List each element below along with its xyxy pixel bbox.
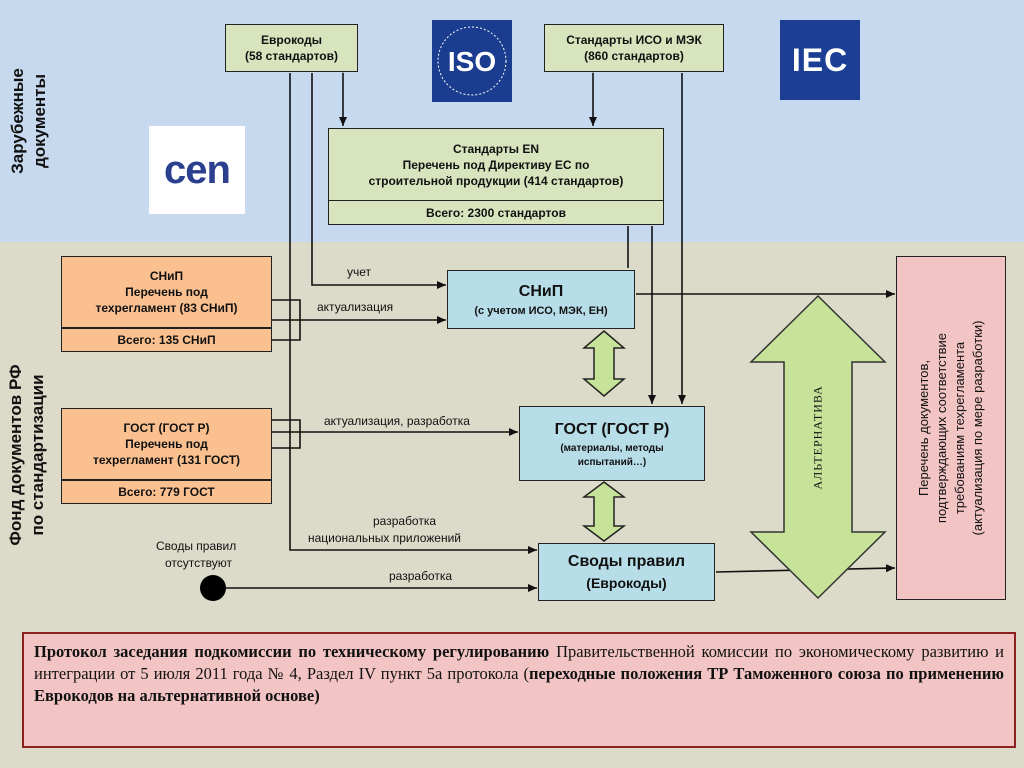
- en-total: Всего: 2300 стандартов: [426, 205, 566, 220]
- protocol-text: Правительственной комиссии по экономичес…: [34, 642, 1004, 683]
- svody-title: Своды правил: [567, 553, 686, 570]
- svody-box: Своды правил (Еврокоды): [538, 543, 715, 601]
- en-total-box: Всего: 2300 стандартов: [328, 200, 664, 225]
- gost-center-sub2: испытаний…): [577, 456, 647, 468]
- conformity-list-box: Перечень документов, подтверждающих соот…: [896, 256, 1006, 600]
- snip-center-box: СНиП (с учетом ИСО, МЭК, ЕН): [447, 270, 635, 329]
- eurocodes-count: (58 стандартов): [244, 49, 339, 63]
- label-svody-absent-1: Своды правил: [156, 539, 237, 553]
- eurocodes-box: Еврокоды (58 стандартов): [225, 24, 358, 72]
- label-uchet: учет: [347, 265, 372, 279]
- start-point: [200, 575, 226, 601]
- gost-center-title: ГОСТ (ГОСТ Р): [554, 420, 670, 438]
- eurocodes-title: Еврокоды: [261, 33, 322, 47]
- conformity-line1: Перечень документов,: [916, 359, 931, 497]
- protocol-note: Протокол заседания подкомиссии по технич…: [22, 632, 1016, 748]
- snip-list-box: СНиП Перечень под техрегламент (83 СНиП): [61, 256, 272, 328]
- iec-logo: IEC: [780, 20, 860, 100]
- label-razrabotka-national-2: национальных приложений: [308, 531, 461, 545]
- protocol-bold-end: переходные положения ТР Таможенного союз…: [34, 664, 1004, 705]
- snip-total-box: Всего: 135 СНиП: [61, 328, 272, 352]
- snip-list-title: СНиП: [149, 269, 184, 283]
- iso-logo: ISO: [432, 20, 512, 102]
- protocol-bold-title: Протокол заседания подкомиссии по технич…: [34, 642, 550, 661]
- snip-list-line2: Перечень под: [125, 285, 208, 299]
- iso-iec-title: Стандарты ИСО и МЭК: [566, 33, 702, 47]
- gost-center-box: ГОСТ (ГОСТ Р) (материалы, методы испытан…: [519, 406, 705, 481]
- alternative-label: АЛЬТЕРНАТИВА: [810, 385, 825, 490]
- gost-total-box: Всего: 779 ГОСТ: [61, 480, 272, 504]
- cen-logo: cen: [149, 126, 245, 214]
- en-title: Стандарты EN: [452, 141, 540, 156]
- conformity-list-text: Перечень документов, подтверждающих соот…: [915, 263, 987, 593]
- gost-list-line3: техрегламент (131 ГОСТ): [92, 453, 241, 467]
- gost-list-box: ГОСТ (ГОСТ Р) Перечень под техрегламент …: [61, 408, 272, 480]
- conformity-line4: (актуализация по мере разработки): [970, 320, 985, 536]
- gost-total: Всего: 779 ГОСТ: [118, 485, 215, 499]
- label-razrabotka: разработка: [389, 569, 453, 583]
- label-razrabotka-national-1: разработка: [373, 514, 437, 528]
- svody-sub: (Еврокоды): [586, 575, 667, 591]
- en-standards-box: Стандарты EN Перечень под Директиву ЕС п…: [328, 128, 664, 200]
- conformity-line3: требованиям техрегламента: [952, 341, 967, 515]
- label-svody-absent-2: отсутствуют: [165, 556, 232, 570]
- snip-center-title: СНиП: [518, 282, 564, 300]
- label-aktualizatsiya-razrabotka: актуализация, разработка: [324, 414, 470, 428]
- snip-total: Всего: 135 СНиП: [117, 333, 216, 347]
- iso-globe-icon: ISO: [437, 26, 507, 96]
- label-aktualizatsiya: актуализация: [317, 300, 394, 314]
- iec-logo-text: IEC: [791, 41, 849, 78]
- en-line2: Перечень под Директиву ЕС по: [402, 157, 590, 172]
- iso-iec-count: (860 стандартов): [584, 49, 684, 63]
- conformity-line2: подтверждающих соответствие: [934, 332, 949, 524]
- snip-list-line3: техрегламент (83 СНиП): [95, 301, 238, 315]
- gost-center-sub1: (материалы, методы: [560, 442, 664, 454]
- en-line3: строительной продукции (414 стандартов): [368, 173, 624, 188]
- iso-iec-box: Стандарты ИСО и МЭК (860 стандартов): [544, 24, 724, 72]
- alternative-arrow: [749, 294, 887, 600]
- gost-list-title: ГОСТ (ГОСТ Р): [123, 421, 210, 435]
- gost-list-line2: Перечень под: [125, 437, 208, 451]
- cen-logo-text: cen: [164, 147, 231, 192]
- svg-text:ISO: ISO: [448, 46, 496, 77]
- snip-center-sub: (с учетом ИСО, МЭК, ЕН): [474, 304, 608, 317]
